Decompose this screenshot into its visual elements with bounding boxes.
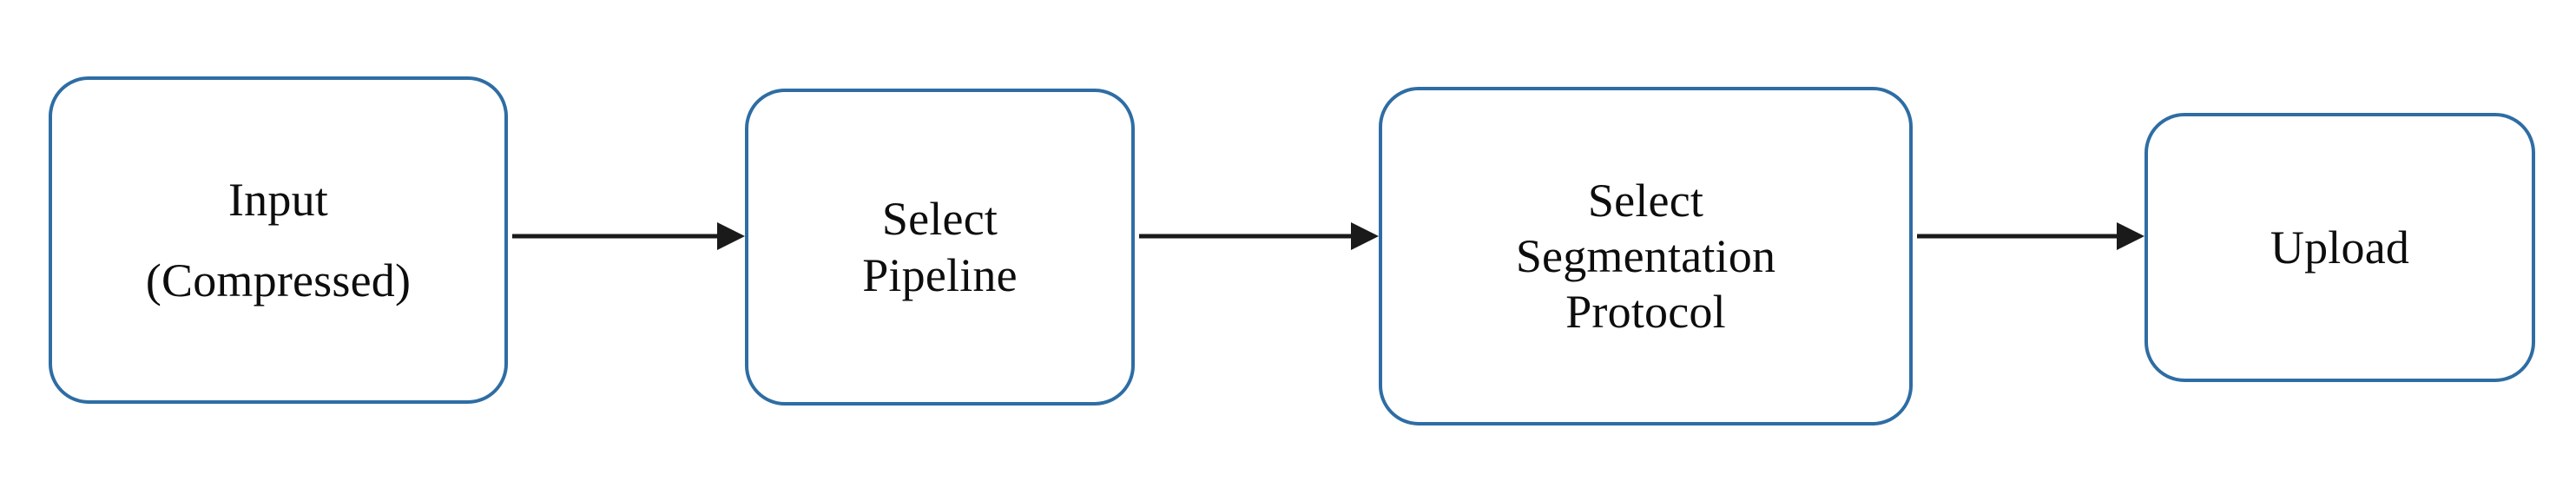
flow-node-input-line-1: Input — [228, 174, 328, 227]
arrow-select-segmentation-protocol-to-upload — [1917, 219, 2144, 254]
flow-node-input[interactable]: Input (Compressed) — [49, 76, 508, 404]
flow-node-select-segmentation-protocol[interactable]: Select Segmentation Protocol — [1379, 87, 1913, 425]
flow-node-upload[interactable]: Upload — [2144, 113, 2535, 382]
flow-node-select-segmentation-protocol-line-3: Protocol — [1565, 286, 1726, 339]
flow-node-select-pipeline-line-1: Select — [881, 193, 998, 246]
flow-node-select-pipeline-line-2: Pipeline — [862, 248, 1018, 301]
flow-node-upload-line-1: Upload — [2270, 221, 2410, 274]
arrow-select-pipeline-to-select-segmentation-protocol — [1139, 219, 1379, 254]
flow-node-select-segmentation-protocol-line-1: Select — [1587, 174, 1704, 227]
arrow-input-to-select-pipeline — [512, 219, 745, 254]
flow-node-input-line-2: (Compressed) — [145, 254, 412, 307]
flow-node-select-pipeline[interactable]: Select Pipeline — [745, 89, 1135, 406]
flow-node-select-segmentation-protocol-line-2: Segmentation — [1515, 229, 1776, 282]
